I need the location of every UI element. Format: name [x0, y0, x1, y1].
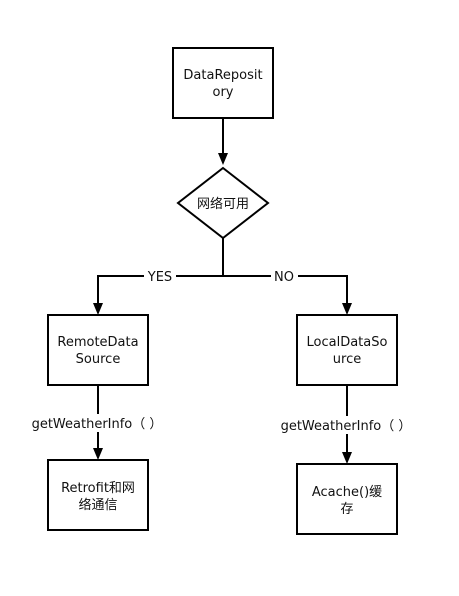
edge-local-to-acache: getWeatherInfo（ ）	[279, 385, 415, 464]
acache-label-line1: Acache()缓	[312, 485, 382, 500]
local-data-source-node: LocalDataSo urce	[296, 314, 398, 386]
data-repository-label-line2: ory	[213, 85, 234, 100]
network-available-decision: 网络可用	[176, 166, 270, 240]
retrofit-label-line1: Retrofit和网	[61, 481, 135, 496]
retrofit-label-line2: 络通信	[78, 497, 117, 513]
no-label: NO	[274, 270, 294, 285]
arrowhead-icon	[93, 448, 103, 460]
arrowhead-icon	[218, 153, 228, 165]
local-call-label: getWeatherInfo（ ）	[281, 419, 412, 434]
network-available-label: 网络可用	[197, 196, 249, 212]
retrofit-node: Retrofit和网 络通信	[47, 459, 149, 531]
edge-repository-to-decision	[218, 118, 228, 165]
acache-node: Acache()缓 存	[296, 463, 398, 535]
arrowhead-icon	[342, 303, 352, 315]
edge-remote-to-retrofit: getWeatherInfo（ ）	[30, 385, 166, 460]
remote-data-source-label-line2: Source	[76, 352, 121, 367]
local-data-source-label-line2: urce	[333, 352, 361, 367]
arrowhead-icon	[342, 452, 352, 464]
acache-label-line2: 存	[340, 502, 353, 517]
edge-yes-branch: YES	[93, 268, 223, 315]
arrowhead-icon	[93, 303, 103, 315]
remote-data-source-node: RemoteData Source	[47, 314, 149, 386]
edge-no-branch: NO	[223, 268, 352, 315]
data-repository-label-line1: DataReposit	[183, 68, 262, 83]
data-repository-node: DataReposit ory	[172, 47, 274, 119]
remote-call-label: getWeatherInfo（ ）	[32, 417, 163, 432]
remote-data-source-label-line1: RemoteData	[57, 335, 138, 350]
local-data-source-label-line1: LocalDataSo	[307, 335, 388, 350]
yes-label: YES	[147, 270, 172, 285]
